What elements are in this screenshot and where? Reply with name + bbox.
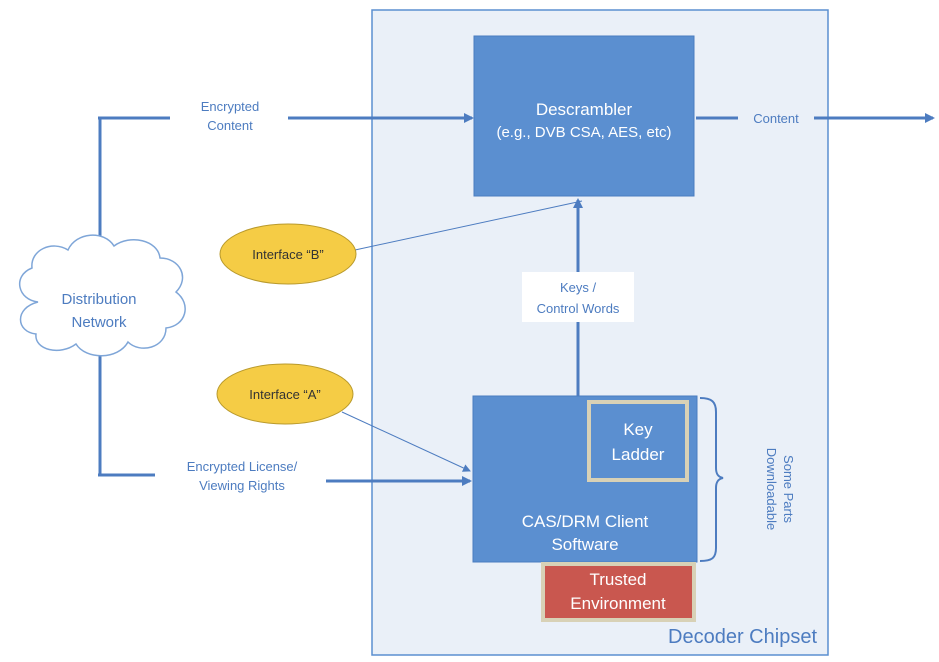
downloadable-label-2: Downloadable [764, 448, 779, 530]
interface-b-connector [354, 200, 583, 251]
trusted-environment-label-2: Environment [570, 594, 666, 613]
content-label: Content [753, 111, 799, 126]
interface-a-ellipse [216, 363, 354, 425]
key-ladder-label-1: Key [623, 420, 653, 439]
keys-label-1: Keys / [560, 280, 597, 295]
keys-label-2: Control Words [537, 301, 620, 316]
interface-b-label: Interface “B” [252, 247, 324, 262]
encrypted-content-label-1: Encrypted [201, 99, 260, 114]
license-label-2: Viewing Rights [199, 478, 285, 493]
encrypted-content-label-2: Content [207, 118, 253, 133]
cas-client-label-1: CAS/DRM Client [522, 512, 649, 531]
interface-b-ellipse [219, 223, 357, 285]
distribution-network-label-2: Network [71, 314, 127, 331]
interface-a-connector [341, 411, 471, 472]
cas-client-label-2: Software [551, 535, 618, 554]
trusted-environment-label-1: Trusted [589, 570, 646, 589]
keys-label-bg [522, 272, 634, 322]
decoder-chipset-label: Decoder Chipset [668, 626, 817, 648]
interface-a-label: Interface “A” [249, 387, 321, 402]
license-label-1: Encrypted License/ [187, 459, 298, 474]
descrambler-box [473, 35, 695, 197]
distribution-network-cloud [18, 234, 186, 357]
downloadable-label-1: Some Parts [781, 455, 796, 523]
key-ladder-label-2: Ladder [612, 445, 665, 464]
descrambler-subtitle: (e.g., DVB CSA, AES, etc) [496, 124, 671, 141]
distribution-network-label-1: Distribution [61, 291, 136, 308]
downloadable-label: Some Parts Downloadable [764, 448, 796, 530]
trusted-environment-box [541, 562, 696, 622]
descrambler-title: Descrambler [536, 100, 633, 119]
key-ladder-box [587, 400, 689, 482]
downloadable-bracket [699, 397, 724, 562]
